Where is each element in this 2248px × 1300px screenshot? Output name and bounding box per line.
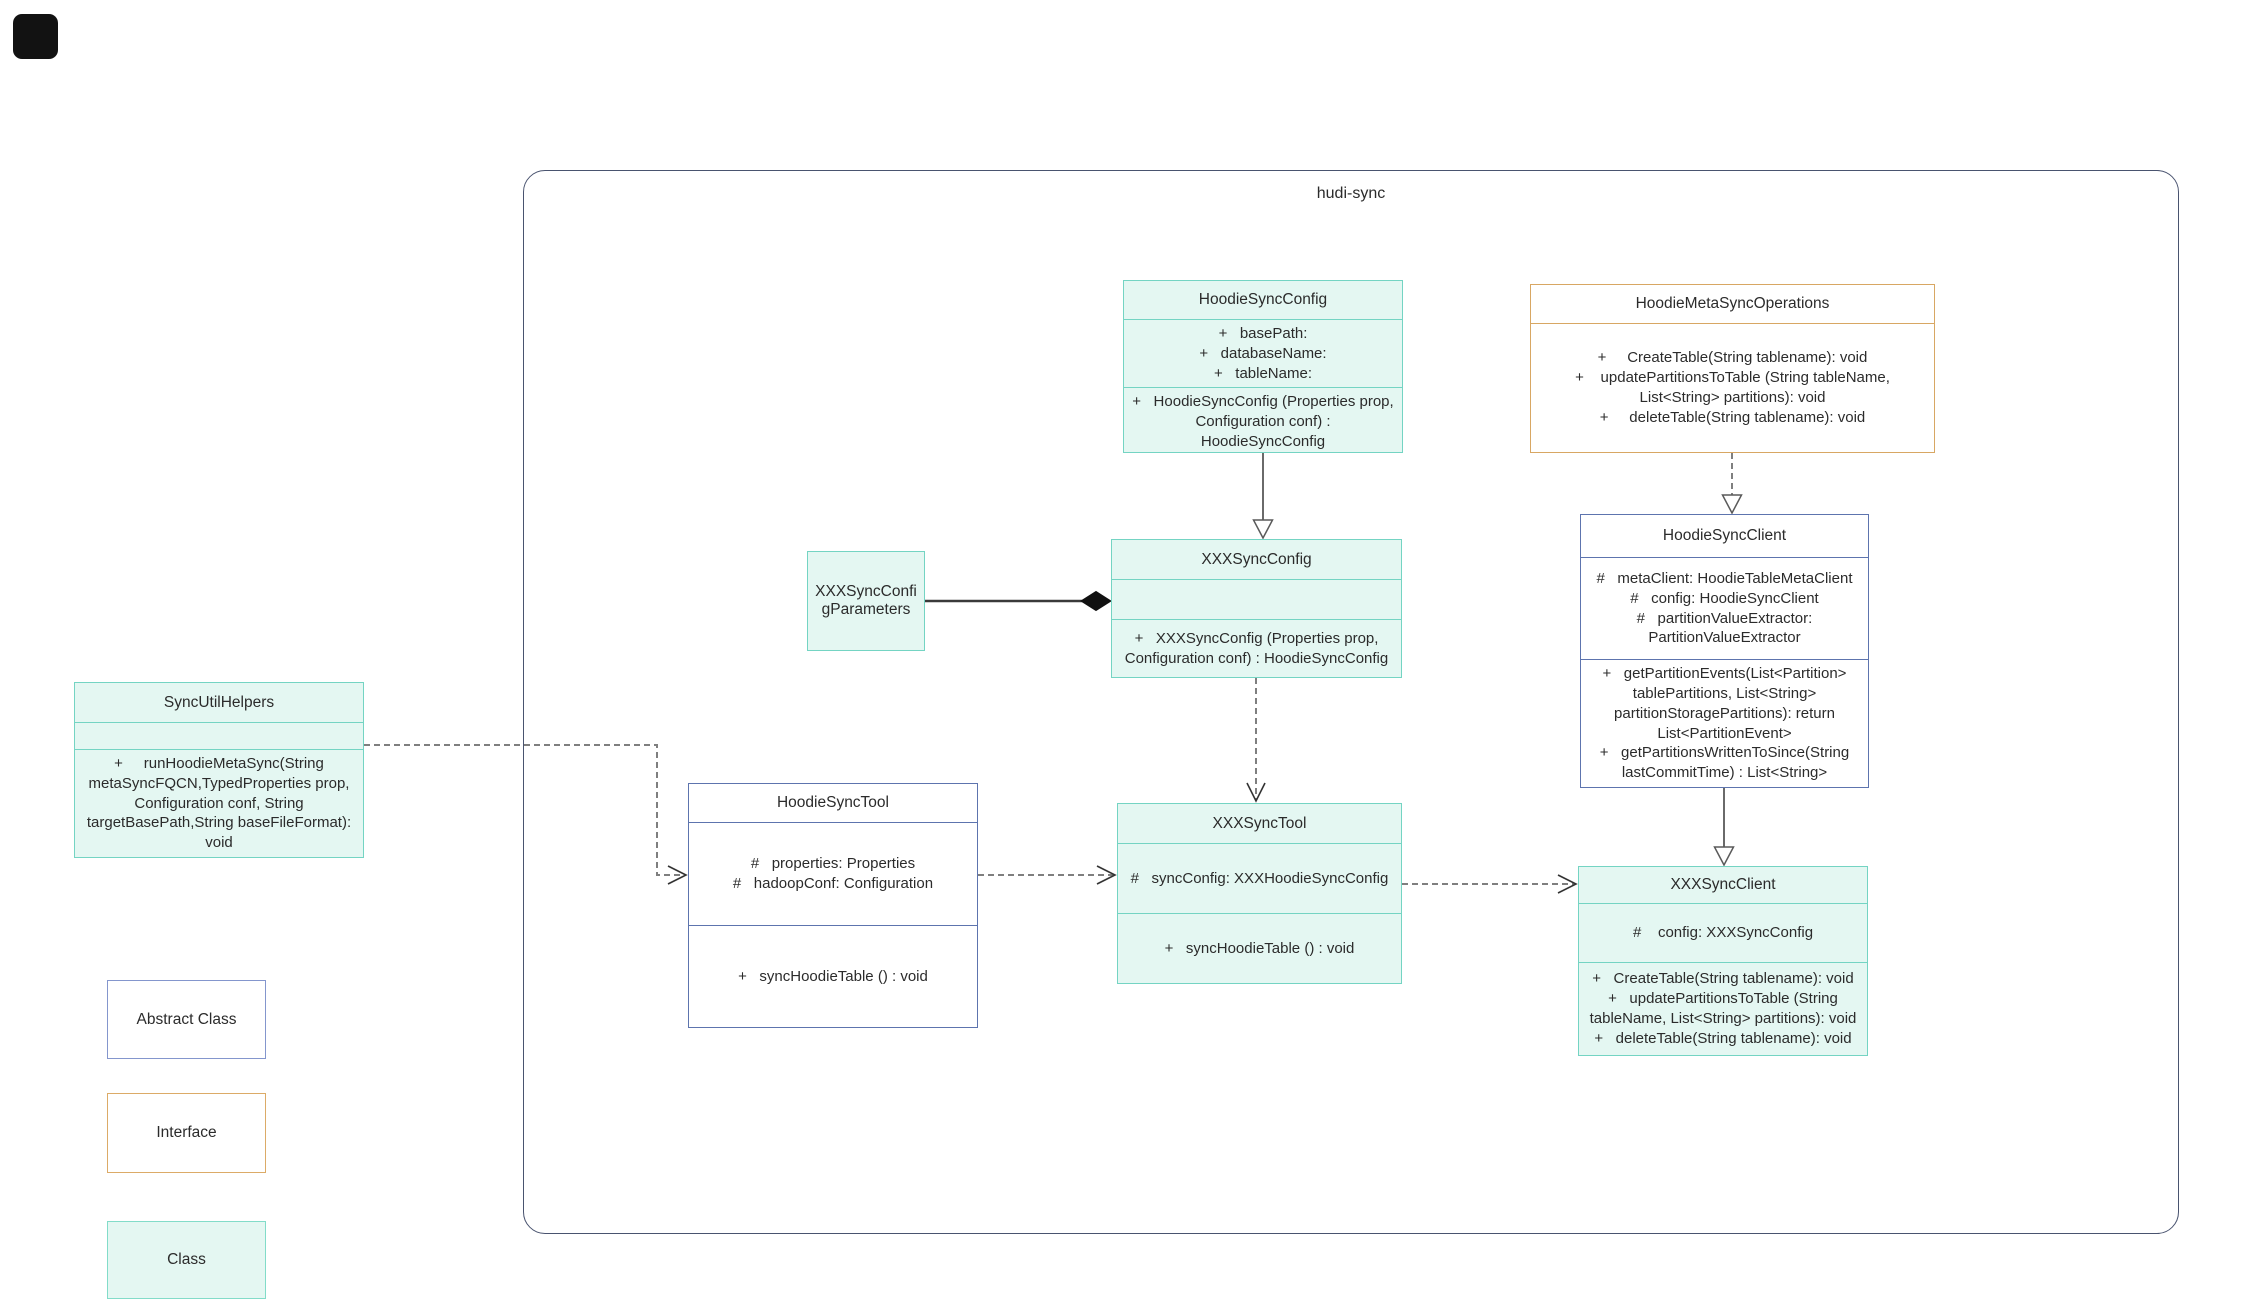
abstract-methods: + getPartitionEvents(List<Partition> tab… [1599,665,1854,782]
legend-abstract-label: Abstract Class [136,1010,237,1028]
edge-xxxsyncconfig-xxxsynctool [1246,678,1266,803]
edge-hoodiesyncconfig-xxxsyncconfig [1252,453,1274,540]
abstract-box-hoodiesynctool[interactable]: HoodieSyncTool # properties: Properties#… [688,783,978,1028]
edge-metasyncops-hoodiesyncclient [1721,453,1743,515]
class-box-xxxsyncconfigparameters[interactable]: XXXSyncConfigParameters [807,551,925,651]
edge-xxxsynctool-xxxsyncclient [1402,874,1578,894]
class-methods: + CreateTable(String tablename): void+ u… [1589,970,1857,1047]
class-title: HoodieSyncConfig [1124,281,1402,320]
abstract-title: HoodieSyncClient [1581,515,1868,558]
legend-interface-label: Interface [156,1124,217,1141]
class-methods: + XXXSyncConfig (Properties prop, Config… [1124,629,1389,667]
class-box-syncutilhelpers[interactable]: SyncUtilHelpers + runHoodieMetaSync(Stri… [74,682,364,858]
class-box-xxxsynctool[interactable]: XXXSyncTool # syncConfig: XXXHoodieSyncC… [1117,803,1402,984]
class-attributes: # config: XXXSyncConfig [1579,904,1867,963]
edge-syncutilhelpers-hoodiesynctool [364,744,688,885]
class-attributes [75,723,363,751]
class-methods: + HoodieSyncConfig (Properties prop, Con… [1132,393,1398,450]
hudi-sync-container: hudi-sync [523,170,2179,1234]
class-title: XXXSyncTool [1118,804,1401,844]
class-title: XXXSyncClient [1579,867,1867,904]
edge-params-xxxsyncconfig [925,590,1112,612]
legend-class-label: Class [167,1251,206,1268]
class-box-xxxsyncconfig[interactable]: XXXSyncConfig + XXXSyncConfig (Propertie… [1111,539,1402,678]
interface-methods: + CreateTable(String tablename): void+ u… [1575,349,1895,426]
edge-hoodiesyncclient-xxxsyncclient [1713,788,1735,867]
class-attributes: + basePath:+ databaseName:+ tableName: [1124,320,1402,389]
class-methods: + syncHoodieTable () : void [1164,939,1355,957]
legend-interface: Interface [107,1093,266,1173]
corner-button[interactable] [13,14,58,59]
class-attributes [1112,580,1401,620]
abstract-methods: + syncHoodieTable () : void [738,967,928,985]
class-title: XXXSyncConfigParameters [815,583,917,618]
legend-class: Class [107,1221,266,1299]
class-box-xxxsyncclient[interactable]: XXXSyncClient # config: XXXSyncConfig + … [1578,866,1868,1056]
interface-box-hoodiemetasyncoperations[interactable]: HoodieMetaSyncOperations + CreateTable(S… [1530,284,1935,453]
class-title: XXXSyncConfig [1112,540,1401,580]
class-box-hoodiesyncconfig[interactable]: HoodieSyncConfig + basePath:+ databaseNa… [1123,280,1403,453]
class-title: SyncUtilHelpers [75,683,363,723]
container-label: hudi-sync [1316,185,1386,202]
class-methods: + runHoodieMetaSync(String metaSyncFQCN,… [86,755,356,852]
legend-abstract-class: Abstract Class [107,980,266,1059]
interface-title: HoodieMetaSyncOperations [1531,285,1934,324]
abstract-attributes: # metaClient: HoodieTableMetaClient# con… [1581,558,1868,660]
class-attributes: # syncConfig: XXXHoodieSyncConfig [1118,844,1401,914]
abstract-title: HoodieSyncTool [689,784,977,823]
abstract-box-hoodiesyncclient[interactable]: HoodieSyncClient # metaClient: HoodieTab… [1580,514,1869,788]
abstract-attributes: # properties: Properties# hadoopConf: Co… [689,823,977,926]
edge-hoodiesynctool-xxxsynctool [978,865,1117,885]
